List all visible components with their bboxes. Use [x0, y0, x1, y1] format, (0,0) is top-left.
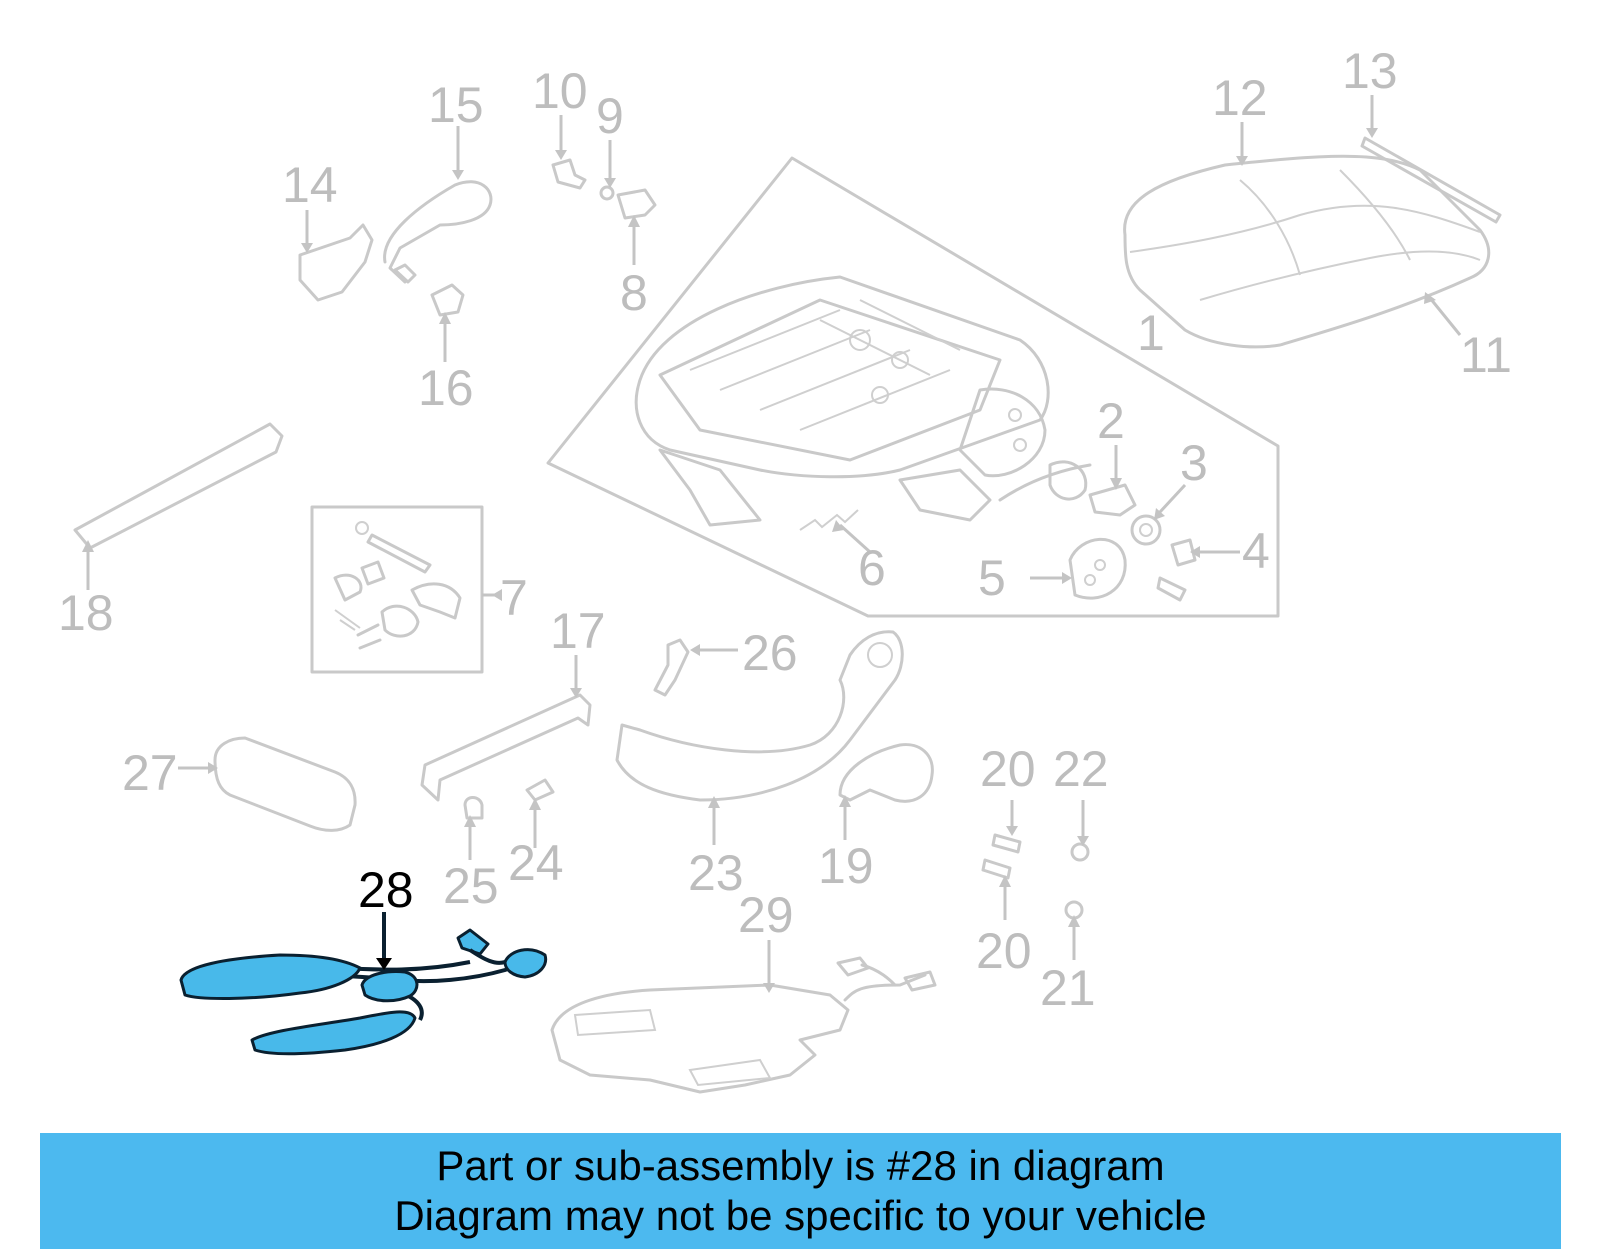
- part-28-heater-element: [179, 912, 548, 1056]
- label-20-top: 20: [980, 741, 1036, 797]
- part-9: [599, 140, 615, 201]
- part-17: [420, 655, 592, 802]
- label-25: 25: [443, 858, 499, 914]
- part-26: [653, 638, 738, 697]
- banner-line-2: Diagram may not be specific to your vehi…: [394, 1192, 1207, 1239]
- part-29-heater-pad: [550, 940, 937, 1094]
- label-6: 6: [858, 540, 886, 596]
- part-8: [616, 188, 657, 265]
- label-5: 5: [978, 550, 1006, 606]
- label-17: 17: [550, 603, 606, 659]
- leader-arrowheads: [82, 128, 1436, 993]
- label-23: 23: [688, 845, 744, 901]
- label-2: 2: [1097, 393, 1125, 449]
- part-21: [1064, 900, 1084, 960]
- label-26: 26: [742, 625, 798, 681]
- label-18: 18: [58, 585, 114, 641]
- part-4: [1170, 538, 1240, 567]
- info-banner: Part or sub-assembly is #28 in diagram D…: [40, 1133, 1561, 1249]
- part-3: [1130, 483, 1187, 546]
- part-18: [73, 422, 284, 590]
- label-15: 15: [428, 77, 484, 133]
- label-16: 16: [418, 360, 474, 416]
- label-1: 1: [1137, 305, 1165, 361]
- part-10: [551, 115, 587, 190]
- label-12: 12: [1212, 70, 1268, 126]
- label-3: 3: [1180, 435, 1208, 491]
- part-24: [525, 778, 555, 848]
- part-19: [838, 743, 934, 840]
- part-1-seat-frame: [546, 156, 1280, 618]
- part-6: [799, 509, 872, 554]
- label-10: 10: [532, 63, 588, 119]
- label-27: 27: [122, 745, 178, 801]
- part-27-armrest: [178, 736, 357, 832]
- label-11: 11: [1460, 327, 1512, 383]
- part-22: [1070, 800, 1090, 862]
- part-25: [463, 796, 484, 860]
- label-28: 28: [358, 862, 414, 918]
- label-22: 22: [1053, 741, 1109, 797]
- part-13: [1360, 95, 1502, 224]
- banner-line-1: Part or sub-assembly is #28 in diagram: [436, 1142, 1165, 1189]
- label-4: 4: [1242, 523, 1270, 579]
- label-8: 8: [620, 265, 648, 321]
- label-29: 29: [738, 887, 794, 943]
- part-5: [1030, 537, 1187, 602]
- part-15: [383, 126, 493, 284]
- label-21: 21: [1040, 960, 1096, 1016]
- part-7-kit: [310, 505, 500, 674]
- label-14: 14: [282, 157, 338, 213]
- part-20-bolts: [981, 800, 1022, 920]
- part-16: [430, 283, 465, 362]
- callout-labels: 1 2 3 4 5 6 7 8 9 10 11 12 13 14 15 16 1…: [58, 43, 1512, 1016]
- label-9: 9: [596, 88, 624, 144]
- label-20-bottom: 20: [976, 923, 1032, 979]
- label-7: 7: [500, 570, 528, 626]
- label-19: 19: [818, 838, 874, 894]
- part-14: [298, 210, 374, 302]
- part-23-seat-side-cover: [615, 630, 904, 845]
- part-11-seat-cushion: [1123, 154, 1491, 349]
- part-2: [1088, 445, 1137, 517]
- label-13: 13: [1342, 43, 1398, 99]
- label-24: 24: [508, 835, 564, 891]
